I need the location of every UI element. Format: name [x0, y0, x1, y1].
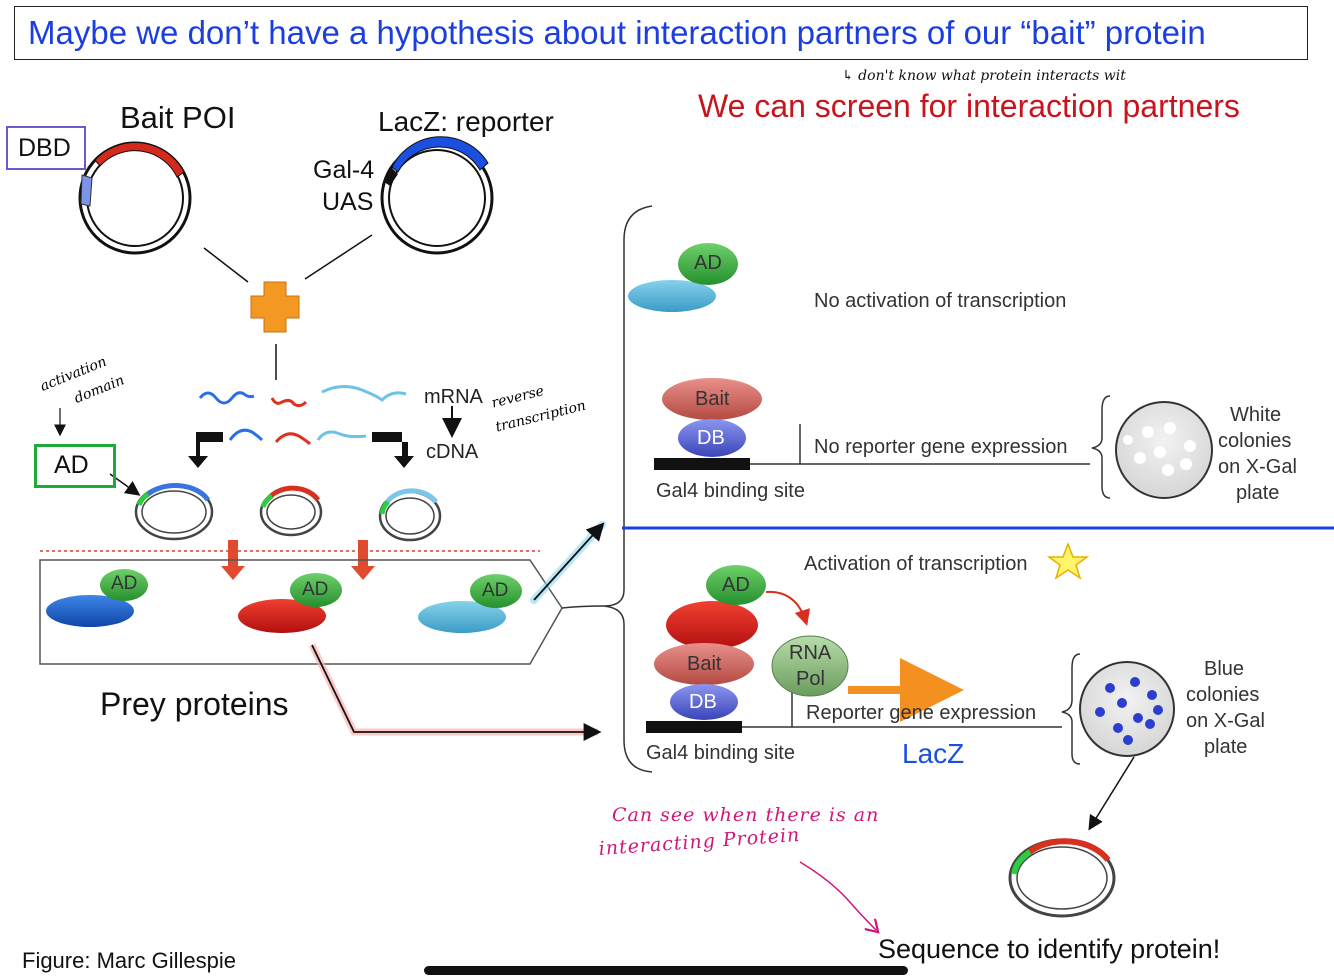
screen-heading: We can screen for interaction partners — [698, 88, 1240, 124]
panel2-bait — [654, 643, 754, 685]
glow-arrow-blue — [533, 522, 605, 601]
elbow-right — [372, 432, 414, 468]
cdna-label: cDNA — [426, 441, 479, 463]
plate-to-plasmid-arrow — [1088, 756, 1135, 831]
mrna-label: mRNA — [424, 386, 483, 408]
panel1-ad — [678, 243, 738, 285]
white-colonies-1: White — [1230, 404, 1282, 426]
panel2-bait-label: Bait — [687, 653, 722, 675]
panel1-bait — [662, 378, 762, 420]
panel2-ad-label: AD — [722, 574, 750, 596]
prey-ad-1 — [100, 569, 148, 601]
dbd-box — [6, 126, 86, 170]
bait-poi-label: Bait POI — [120, 100, 236, 135]
rna-pol — [771, 635, 849, 697]
prey-ad-label-3: AD — [482, 580, 509, 601]
prey-protein-lightblue — [418, 601, 506, 633]
prey-plasmid-3 — [378, 488, 442, 542]
white-colonies-4: plate — [1236, 482, 1280, 504]
bait-plasmid — [78, 141, 192, 255]
panel2-db — [670, 684, 738, 720]
cdna-blue — [228, 428, 264, 442]
prey-plasmid-1 — [134, 483, 214, 541]
mrna-blue — [198, 391, 255, 405]
cdna-red — [274, 432, 312, 446]
reporter-label: LacZ: reporter — [378, 106, 554, 137]
lacz-label: LacZ — [902, 738, 965, 769]
prey-protein-blue — [46, 595, 134, 627]
rna-pol-label-2: Pol — [796, 668, 825, 690]
no-reporter-label: No reporter gene expression — [814, 436, 1068, 458]
prey-ad-2 — [290, 573, 342, 607]
prey-protein-red — [238, 599, 326, 633]
panel2-ad — [706, 565, 766, 605]
panel2-prey-protein — [666, 601, 758, 649]
white-colony-plate — [1115, 401, 1213, 499]
mrna-light — [321, 385, 407, 403]
panel2-binding-site-label: Gal4 binding site — [646, 742, 795, 764]
prey-proteins-label: Prey proteins — [100, 686, 289, 722]
gal4-label-1: Gal-4 — [313, 156, 375, 184]
identified-plasmid — [1008, 838, 1116, 918]
connector-left — [203, 247, 249, 283]
home-indicator-bar[interactable] — [424, 966, 908, 975]
rna-pol-label-1: RNA — [789, 642, 832, 664]
ad-box-label: AD — [54, 451, 89, 479]
panel2-binding-site — [646, 721, 742, 733]
panel1-prey-protein — [628, 280, 716, 312]
panel1-binding-site — [654, 458, 750, 470]
handwritten-note-top: ↳ don't know what protein interacts wit — [842, 68, 1126, 84]
panel1-db-label: DB — [697, 427, 725, 449]
panel1-ad-label: AD — [694, 252, 722, 274]
prey-ad-label-2: AD — [302, 579, 329, 600]
blue-colonies-1: Blue — [1204, 658, 1245, 680]
panel1-binding-site-label: Gal4 binding site — [656, 480, 805, 502]
cdna-light — [316, 430, 367, 441]
activation-label: Activation of transcription — [804, 553, 1028, 575]
prey-ad-3 — [470, 574, 522, 608]
handwritten-note-bottom-1: Can see when there is an — [612, 804, 880, 826]
blue-colonies-2: colonies — [1186, 684, 1260, 706]
no-activation-label: No activation of transcription — [814, 290, 1067, 312]
blue-colonies-4: plate — [1204, 736, 1248, 758]
prey-ad-label-1: AD — [111, 573, 138, 594]
plus-icon — [250, 281, 300, 333]
gal4-label-2: UAS — [322, 188, 374, 216]
blue-colonies-3: on X-Gal — [1186, 710, 1265, 732]
reporter-label-2: Reporter gene expression — [806, 702, 1037, 724]
connector-right — [304, 234, 373, 280]
prey-container — [39, 559, 563, 665]
sequence-label: Sequence to identify protein! — [878, 934, 1221, 964]
panel1-db — [678, 419, 746, 457]
slide-title: Maybe we don’t have a hypothesis about i… — [28, 14, 1206, 51]
activation-arrow — [765, 590, 811, 626]
mrna-red — [270, 397, 308, 408]
blue-colony-plate — [1079, 661, 1175, 757]
elbow-left — [188, 432, 223, 468]
dbd-label: DBD — [18, 134, 71, 162]
star-icon — [1046, 541, 1090, 580]
note-arrow — [799, 861, 876, 930]
white-colonies-2: colonies — [1218, 430, 1292, 452]
title-box — [14, 6, 1308, 60]
panel1-bait-label: Bait — [695, 388, 730, 410]
reporter-plasmid — [380, 136, 494, 255]
prey-plasmid-2 — [259, 485, 323, 537]
glow-arrow-red-halo — [308, 643, 598, 736]
white-colonies-3: on X-Gal — [1218, 456, 1297, 478]
ad-box — [34, 444, 116, 488]
panel2-db-label: DB — [689, 691, 717, 713]
figure-credit: Figure: Marc Gillespie — [22, 948, 236, 973]
glow-arrow-red — [311, 644, 602, 741]
